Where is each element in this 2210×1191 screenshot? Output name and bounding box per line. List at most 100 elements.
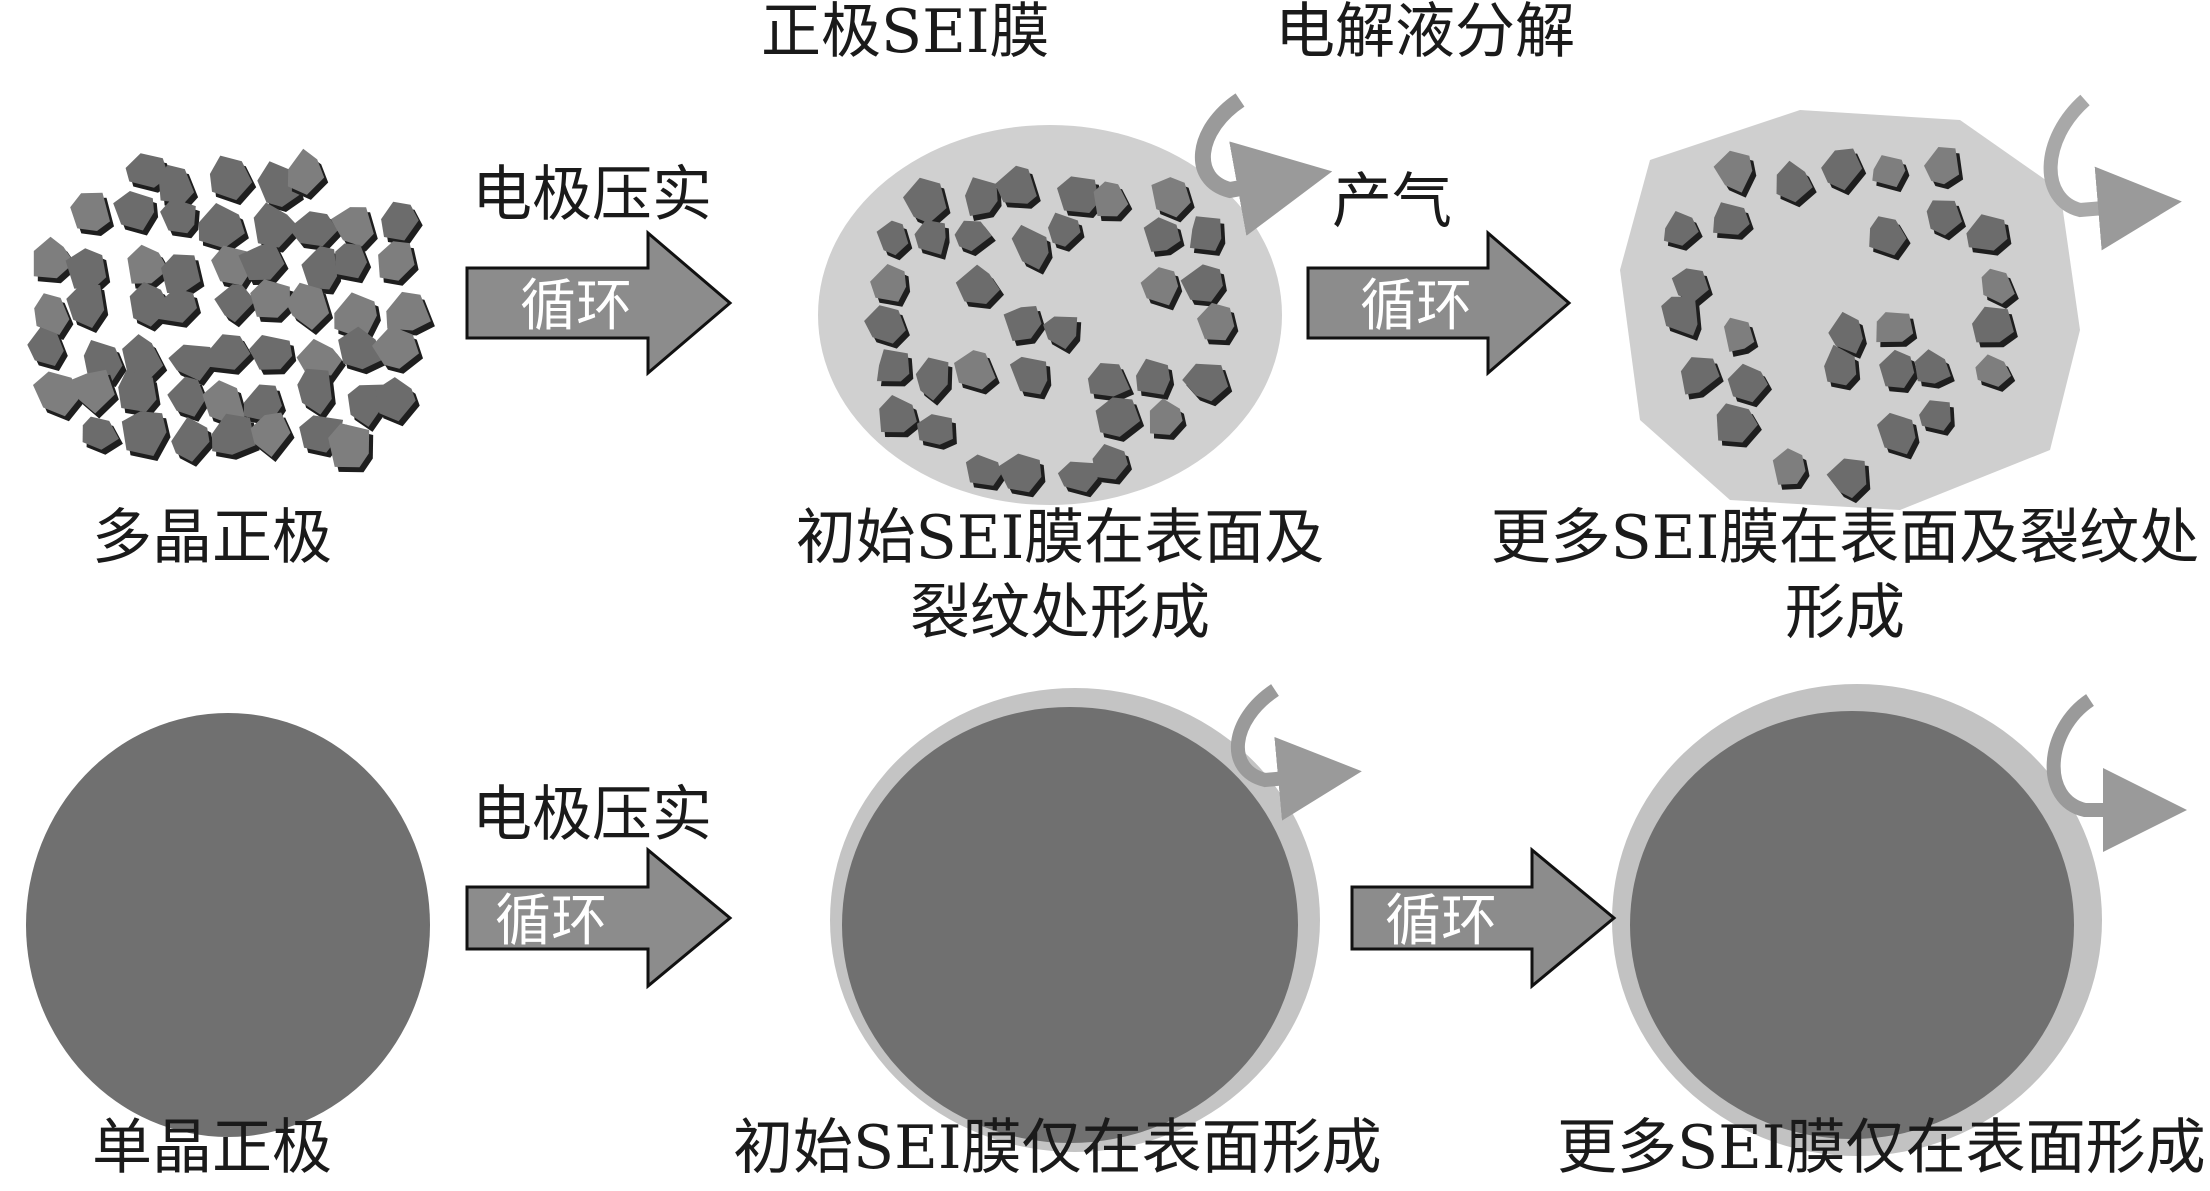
grain: [250, 412, 291, 457]
grain: [1057, 461, 1098, 493]
grain: [1197, 302, 1235, 341]
grain: [238, 242, 285, 280]
grain: [1143, 217, 1181, 252]
grain: [1182, 363, 1229, 402]
caption-initial-sei-line1: 初始SEI膜在表面及: [795, 503, 1325, 573]
grain: [914, 220, 946, 255]
grain: [202, 380, 245, 426]
grain: [27, 327, 64, 366]
caption-more-sei-line2: 形成: [1785, 578, 1905, 648]
grain: [335, 243, 368, 279]
cycle-arrow: 循环: [1306, 229, 1572, 377]
grain: [1879, 349, 1915, 388]
single-crystal-particle-initial: [26, 713, 430, 1137]
grain: [1981, 268, 2015, 304]
grain: [876, 349, 910, 382]
grain: [65, 248, 107, 289]
grain: [1869, 216, 1907, 256]
grain: [330, 207, 374, 247]
svg-text:循环: 循环: [520, 274, 632, 339]
grain: [375, 377, 416, 422]
grain: [285, 282, 330, 330]
grain: [288, 211, 338, 247]
grain: [1826, 458, 1867, 499]
grain: [1093, 181, 1129, 217]
grain: [1724, 317, 1755, 352]
grain: [1680, 357, 1720, 395]
grain: [1671, 268, 1709, 302]
grain: [1140, 267, 1179, 306]
electrode-compaction-label: 电极压实: [472, 160, 712, 230]
polycrystal-particle-initial: [27, 148, 435, 473]
caption-initial-sei-line2: 裂纹处形成: [910, 578, 1210, 648]
grain: [33, 371, 81, 417]
grain: [1924, 147, 1960, 185]
grain: [118, 370, 157, 412]
grain: [1661, 296, 1698, 336]
caption-polycrystal: 多晶正极: [92, 503, 332, 573]
grain: [1919, 400, 1951, 431]
grain: [954, 220, 992, 252]
grain: [1092, 444, 1128, 480]
grain: [1095, 397, 1141, 437]
grain: [250, 279, 290, 318]
grain: [386, 291, 431, 331]
grain: [955, 264, 1000, 304]
grain: [1087, 363, 1131, 397]
caption-more-sei-surface: 更多SEI膜仅在表面形成: [1557, 1113, 2206, 1183]
electrode-compaction-label: 电极压实: [472, 780, 712, 850]
grain: [127, 244, 169, 284]
grain: [1727, 363, 1768, 403]
grain: [917, 414, 953, 445]
grain: [287, 148, 325, 195]
grain: [381, 201, 419, 241]
grain: [954, 350, 996, 390]
grain: [1872, 155, 1906, 188]
grain: [997, 453, 1042, 493]
grain: [82, 416, 119, 450]
caption-more-sei-line1: 更多SEI膜在表面及裂纹处: [1490, 503, 2200, 573]
grain: [70, 369, 115, 414]
grain: [158, 164, 195, 204]
single-crystal-particle-cycled: [830, 688, 1320, 1152]
grain: [1972, 306, 2014, 343]
grain: [1136, 358, 1171, 395]
grain: [301, 246, 338, 290]
gas-arrow-icon: [2046, 694, 2187, 852]
grain: [83, 340, 123, 382]
grain: [1043, 316, 1078, 350]
grain: [1057, 176, 1099, 213]
grain: [125, 153, 169, 188]
grain: [903, 177, 947, 224]
grain: [198, 203, 245, 249]
grain: [1876, 312, 1914, 343]
gas-arrow-icon: [2043, 94, 2182, 251]
grain: [879, 395, 917, 433]
gas-arrow-icon: [1194, 93, 1333, 236]
grain: [1663, 211, 1699, 246]
grain: [1189, 216, 1222, 251]
grain: [1966, 214, 2008, 251]
grain: [1011, 224, 1049, 270]
grain: [1877, 412, 1916, 455]
grain: [378, 241, 415, 281]
single-crystal-particle-more-sei: [1612, 684, 2102, 1156]
grain: [1180, 264, 1223, 302]
grain: [1003, 306, 1042, 341]
grain: [1048, 212, 1081, 247]
electrolyte-decomposition-label: 电解液分解: [1275, 0, 1575, 67]
caption-initial-sei-surface: 初始SEI膜仅在表面形成: [733, 1113, 1382, 1183]
grain: [249, 335, 293, 370]
grain: [965, 177, 998, 216]
svg-text:循环: 循环: [1360, 274, 1472, 339]
grain: [167, 376, 206, 417]
gas-arrow-icon: [1230, 684, 1362, 821]
grain: [1716, 403, 1758, 443]
grain: [1009, 356, 1048, 395]
polycrystal-particle-cycled: [818, 125, 1282, 505]
grain: [1772, 448, 1806, 485]
grain: [70, 192, 110, 231]
grain: [328, 423, 370, 468]
grain: [1151, 177, 1191, 218]
